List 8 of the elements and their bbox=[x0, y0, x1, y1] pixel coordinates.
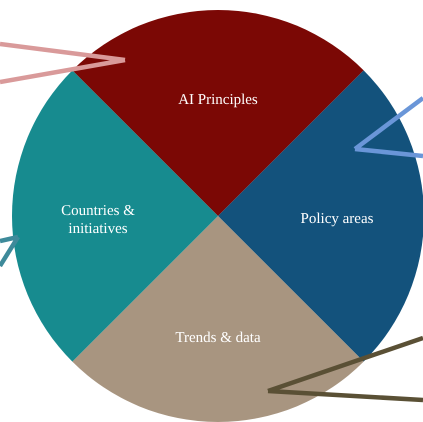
callout-pointer bbox=[352, 96, 423, 158]
callout-pointer bbox=[0, 234, 20, 268]
callout-pointer bbox=[266, 336, 423, 402]
sector-label: Countries & initiatives bbox=[60, 202, 136, 238]
callout-pointer bbox=[0, 42, 128, 84]
sector-label: Policy areas bbox=[300, 210, 374, 228]
sector-label: Trends & data bbox=[174, 329, 262, 347]
sector-label: AI Principles bbox=[177, 91, 259, 109]
